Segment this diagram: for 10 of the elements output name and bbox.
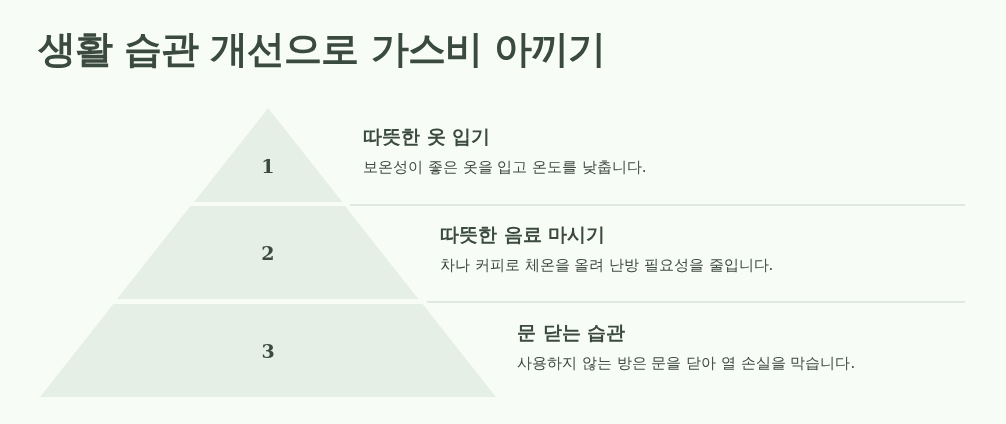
step-heading: 따뜻한 음료 마시기 xyxy=(440,222,606,247)
tier-number: 2 xyxy=(261,241,275,264)
step-heading: 문 닫는 습관 xyxy=(517,320,626,345)
step-description: 차나 커피로 체온을 올려 난방 필요성을 줄입니다. xyxy=(440,256,774,275)
title: 생활 습관 개선으로 가스비 아끼기 xyxy=(38,26,605,73)
step-description: 보온성이 좋은 옷을 입고 온도를 낮춥니다. xyxy=(363,158,647,177)
step-heading: 따뜻한 옷 입기 xyxy=(363,124,491,149)
tier-number: 3 xyxy=(261,339,275,362)
tier-number: 1 xyxy=(261,155,275,178)
step-description: 사용하지 않는 방은 문을 닫아 열 손실을 막습니다. xyxy=(517,354,856,373)
